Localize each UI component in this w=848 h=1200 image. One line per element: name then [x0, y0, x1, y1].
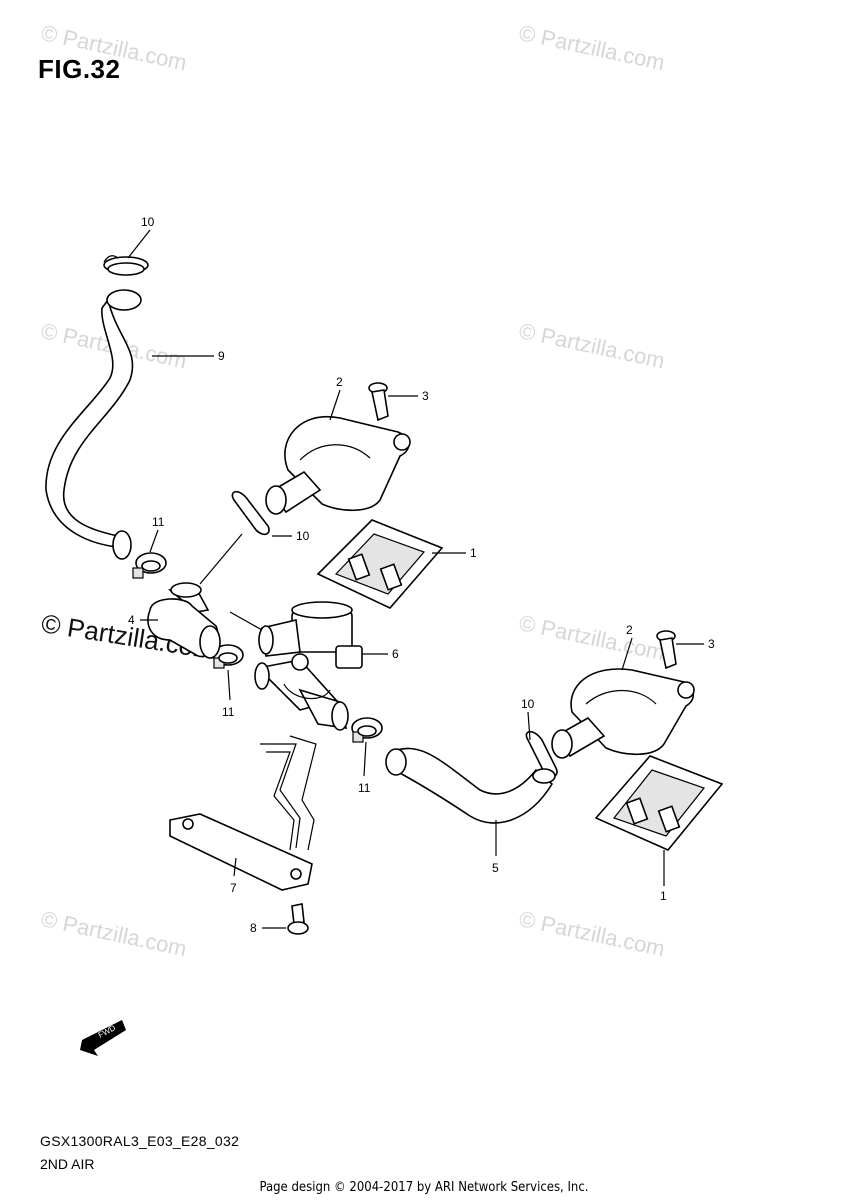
callout-1: 1 [470, 546, 477, 560]
bolt-3-right [656, 630, 677, 670]
bracket-7 [169, 735, 317, 891]
forward-arrow-icon: FWD [80, 1020, 126, 1056]
model-code: GSX1300RAL3_E03_E28_032 [40, 1133, 240, 1149]
reed-valve-cover-2-right [551, 668, 695, 759]
callout-numbers: 10 9 2 3 10 1 11 4 6 11 11 2 3 10 1 5 7 … [128, 215, 715, 935]
callout-4: 4 [128, 613, 135, 627]
callout-5: 5 [492, 861, 499, 875]
callout-11: 11 [152, 515, 165, 529]
callout-1: 1 [660, 889, 667, 903]
section-name: 2ND AIR [40, 1156, 95, 1172]
reed-valve-cover-2-left [265, 415, 411, 515]
bolt-3-left [368, 382, 389, 422]
hose-clamp-11-right [351, 717, 383, 743]
callout-10: 10 [141, 215, 155, 229]
hose-clip-10-middle [231, 490, 270, 536]
callout-9: 9 [218, 349, 225, 363]
hose-clamp-11-left [132, 552, 167, 579]
callout-2: 2 [336, 375, 343, 389]
callout-3: 3 [708, 637, 715, 651]
page-footer: Page design © 2004-2017 by ARI Network S… [259, 1180, 589, 1195]
callout-10: 10 [296, 529, 310, 543]
elbow-hose-4 [147, 582, 221, 659]
callout-10: 10 [521, 697, 535, 711]
figure-title: FIG.32 [38, 54, 121, 84]
hose-5 [385, 747, 556, 824]
reed-valve-1-right [594, 755, 724, 851]
hose-clip-10-top [103, 255, 149, 276]
callout-2: 2 [626, 623, 633, 637]
air-control-valve-6 [254, 601, 363, 731]
leader-lines [127, 229, 704, 929]
reed-valve-1-left [316, 519, 444, 609]
hose-9 [45, 289, 142, 560]
callout-3: 3 [422, 389, 429, 403]
callout-6: 6 [392, 647, 399, 661]
callout-11: 11 [358, 781, 371, 795]
callout-11: 11 [222, 705, 235, 719]
callout-7: 7 [230, 881, 237, 895]
hose-clamp-11-middle [212, 644, 244, 669]
callout-8: 8 [250, 921, 257, 935]
bolt-8 [287, 903, 309, 935]
